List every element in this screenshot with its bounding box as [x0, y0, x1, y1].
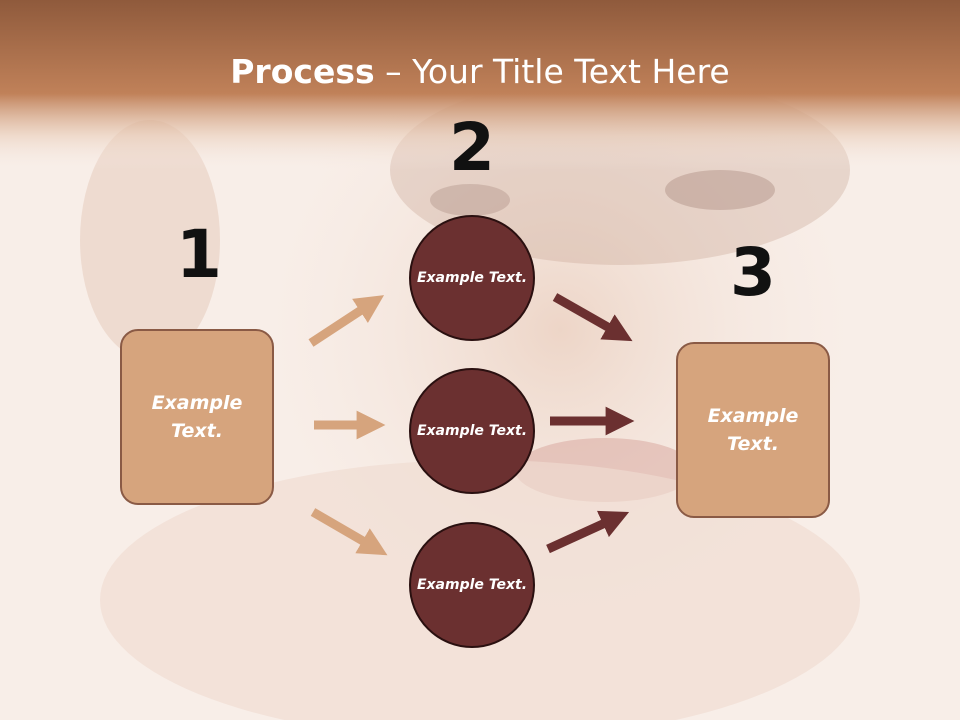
step-circle-middle-text: Example Text. [416, 422, 528, 439]
right-step-box-text: Example Text. [707, 404, 799, 456]
step-number-1: 1 [176, 216, 222, 293]
title-bold: Process [230, 52, 375, 91]
step-circle-top-text: Example Text. [416, 269, 528, 286]
left-step-box-text: Example Text. [151, 391, 243, 443]
arrow-left-to-bottom [310, 508, 388, 556]
arrow-bottom-to-right [546, 510, 630, 554]
arrow-top-to-right [552, 293, 633, 342]
title-rest: – Your Title Text Here [374, 52, 730, 91]
arrow-left-to-top [308, 295, 385, 347]
step-circle-bottom: Example Text. [409, 522, 535, 648]
slide-title: Process – Your Title Text Here [0, 52, 960, 91]
step-circle-middle: Example Text. [409, 368, 535, 494]
step-number-2: 2 [449, 109, 495, 186]
left-step-box: Example Text. [120, 329, 274, 505]
right-step-box: Example Text. [676, 342, 830, 518]
step-circle-bottom-text: Example Text. [416, 576, 528, 593]
step-circle-top: Example Text. [409, 215, 535, 341]
step-number-3: 3 [730, 234, 776, 311]
